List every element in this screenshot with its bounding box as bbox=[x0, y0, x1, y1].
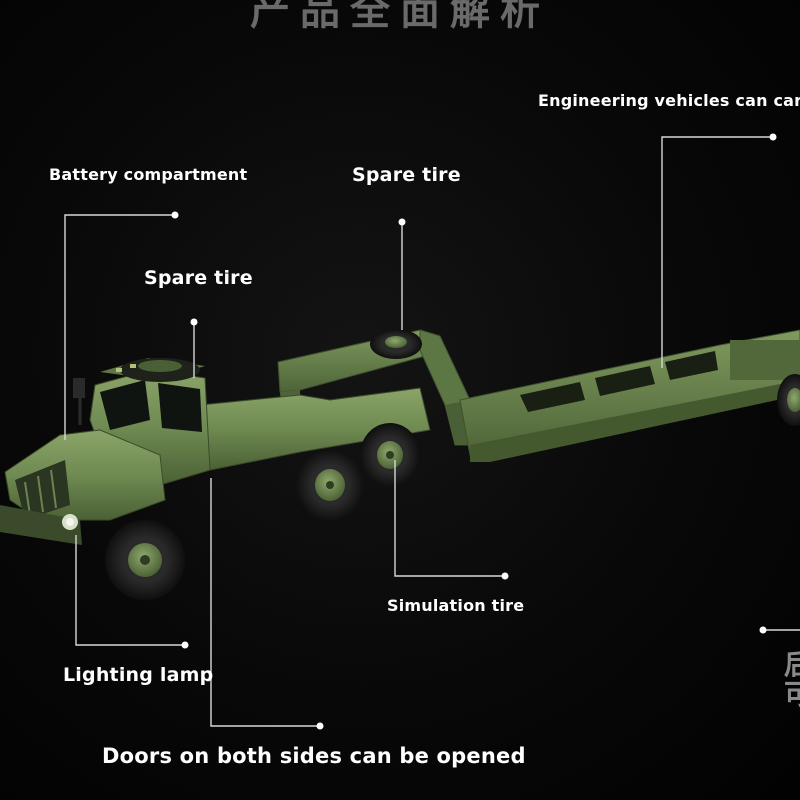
callout-lighting bbox=[75, 535, 185, 646]
label-spare-tire-left: Spare tire bbox=[144, 267, 253, 289]
spare-tire-gooseneck bbox=[370, 329, 422, 359]
label-doors-open: Doors on both sides can be opened bbox=[102, 744, 526, 768]
rear-wheel bbox=[360, 423, 420, 487]
label-battery-compartment: Battery compartment bbox=[49, 165, 248, 184]
label-spare-tire-top: Spare tire bbox=[352, 164, 461, 186]
callout-simulation bbox=[394, 460, 505, 577]
label-engineering-vehicles: Engineering vehicles can carry bbox=[538, 91, 800, 110]
header-title-partial: 产品全面解析 bbox=[250, 0, 550, 34]
label-simulation-tire: Simulation tire bbox=[387, 596, 525, 615]
lowboy-trailer bbox=[277, 329, 800, 462]
mid-wheel bbox=[296, 449, 364, 521]
callout-doors bbox=[210, 478, 320, 727]
edge-text-cropped: 后 可 bbox=[784, 648, 800, 711]
front-wheel bbox=[105, 520, 185, 600]
callout-engineering bbox=[661, 136, 773, 368]
ural-truck bbox=[0, 358, 431, 545]
label-lighting-lamp: Lighting lamp bbox=[63, 664, 214, 686]
callout-lines bbox=[64, 136, 800, 727]
callout-dots bbox=[171, 133, 777, 730]
callout-battery bbox=[64, 214, 175, 440]
truck-wheels bbox=[105, 423, 420, 600]
